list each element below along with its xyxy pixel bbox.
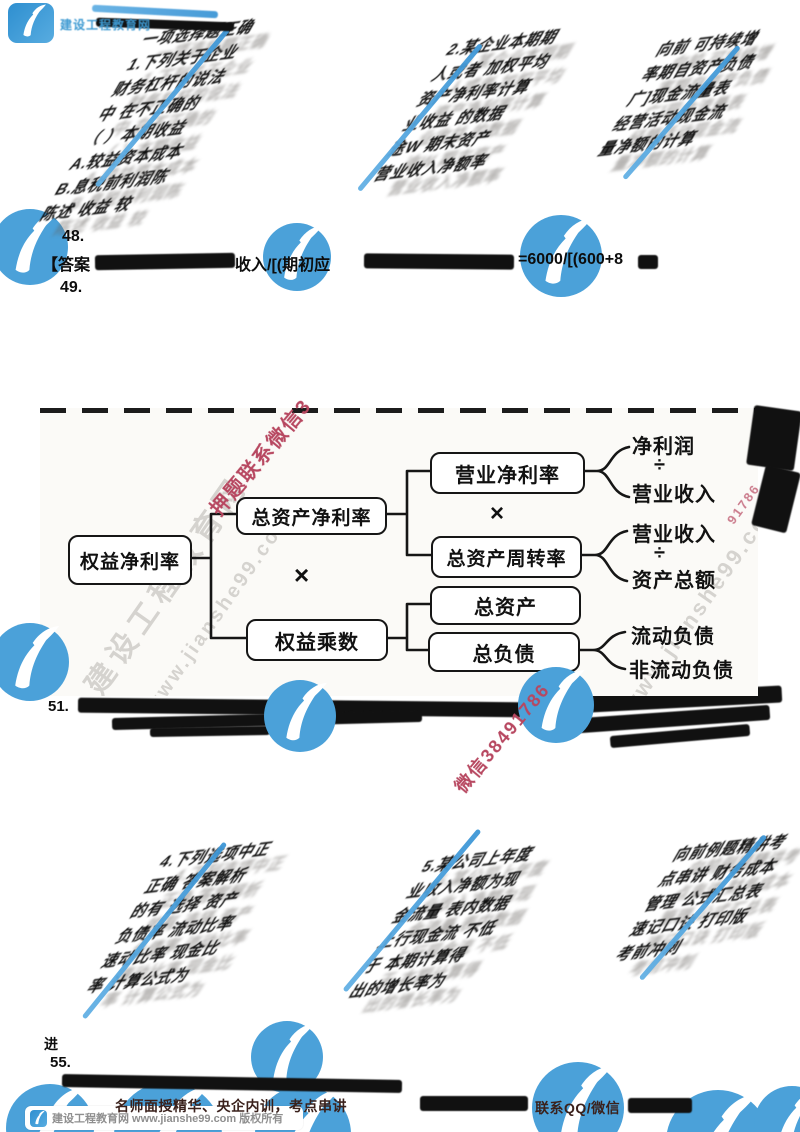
dupont-analysis-diagram: 建设工程教育网 www.jianshe99.com www.jianshe99.…: [40, 408, 758, 696]
swoosh-icon: [698, 1093, 757, 1132]
swoosh-icon: [541, 669, 585, 731]
divide-sign: ÷: [654, 542, 666, 564]
swoosh-icon: [273, 1023, 314, 1082]
swoosh-icon: [560, 1065, 613, 1132]
logo-watermark-circle: [263, 223, 331, 291]
node-total-assets: 总资产: [430, 586, 581, 625]
distorted-text-group: 2.某企业本期期人或者 加权平均资产净利率计算业收益 的数据途W 期末资产营业收…: [369, 24, 572, 188]
footer-logo-icon: [30, 1109, 47, 1127]
footer-copyright-text: 建设工程教育网 www.jianshe99.com 版权所有: [52, 1113, 284, 1125]
distorted-text-group: 向前例题精讲考点串讲 财务成本管理 公式汇总表速记口诀 打印版考前冲刺: [610, 829, 798, 968]
multiply-sign: ×: [490, 500, 505, 527]
leaf-operating-revenue: 营业收入: [632, 524, 716, 546]
ink-smear: [94, 252, 236, 271]
logo-watermark-circle: [754, 1086, 800, 1132]
logo-watermark-circle: [0, 623, 69, 701]
footer-promo-text: 名师面授精华、央企内训，考点串讲: [115, 1098, 347, 1114]
question-number-51: 51.: [48, 698, 69, 715]
ink-smear: [628, 1098, 692, 1113]
question-number-49: 49.: [60, 279, 83, 296]
swoosh-icon: [284, 225, 323, 280]
node-total-asset-net-rate: 总资产净利率: [236, 497, 387, 535]
swoosh-icon: [15, 211, 59, 273]
leaf-operating-revenue: 营业收入: [632, 484, 716, 506]
swoosh-icon: [545, 218, 592, 284]
stray-character: 进: [44, 1036, 58, 1052]
logo-watermark-circle: [518, 667, 594, 743]
site-logo-icon: [8, 3, 54, 43]
swoosh-icon: [23, 4, 46, 37]
leaf-current-liabilities: 流动负债: [631, 626, 715, 648]
node-asset-turnover: 总资产周转率: [431, 536, 582, 578]
logo-watermark-circle: [0, 209, 68, 285]
ink-smear: [746, 404, 800, 472]
diagram-connector-lines: [185, 445, 631, 671]
distorted-text-group: 向前 可持续增率期自资产负债广]现金流量表经营活动现金流量净额的计算: [593, 24, 776, 162]
ink-smear: [149, 725, 271, 738]
leaf-total-asset-amount: 资产总额: [632, 570, 716, 592]
footer-contact-text: 联系QQ/微信: [535, 1100, 621, 1116]
leaf-net-profit: 净利润: [632, 436, 695, 458]
logo-watermark-circle: [255, 1086, 351, 1132]
ink-smear: [363, 253, 515, 270]
logo-watermark-circle: [520, 215, 602, 297]
answer-formula-fragment: 收入/[(期初应: [235, 257, 331, 274]
answer-prefix-text: 【答案: [42, 257, 91, 274]
divide-sign: ÷: [654, 454, 666, 476]
swoosh-icon: [777, 1088, 800, 1132]
ink-smear: [420, 1096, 528, 1111]
ink-smear: [751, 464, 800, 534]
question-number-48: 48.: [62, 228, 85, 245]
site-brand-text: 建设工程教育网: [60, 18, 152, 32]
logo-watermark-circle: [264, 680, 336, 752]
node-equity-net-rate: 权益净利率: [68, 535, 192, 585]
answer-calc-fragment: =6000/[(600+8: [518, 251, 623, 268]
ink-smear: [638, 255, 658, 269]
logo-watermark-circle: [532, 1062, 624, 1132]
leaf-noncurrent-liabilities: 非流动负债: [629, 660, 734, 682]
swoosh-icon: [15, 625, 60, 689]
multiply-sign: ×: [294, 560, 310, 590]
node-total-liabilities: 总负债: [428, 632, 580, 672]
node-operating-net-rate: 营业净利率: [430, 452, 585, 494]
node-equity-multiplier: 权益乘数: [246, 619, 388, 661]
swoosh-icon: [35, 1110, 45, 1124]
panel-top-dashed-edge: [40, 408, 758, 413]
question-number-55: 55.: [50, 1054, 71, 1071]
footer-copyright-bar: 建设工程教育网 www.jianshe99.com 版权所有: [25, 1106, 303, 1130]
swoosh-icon: [286, 682, 327, 741]
